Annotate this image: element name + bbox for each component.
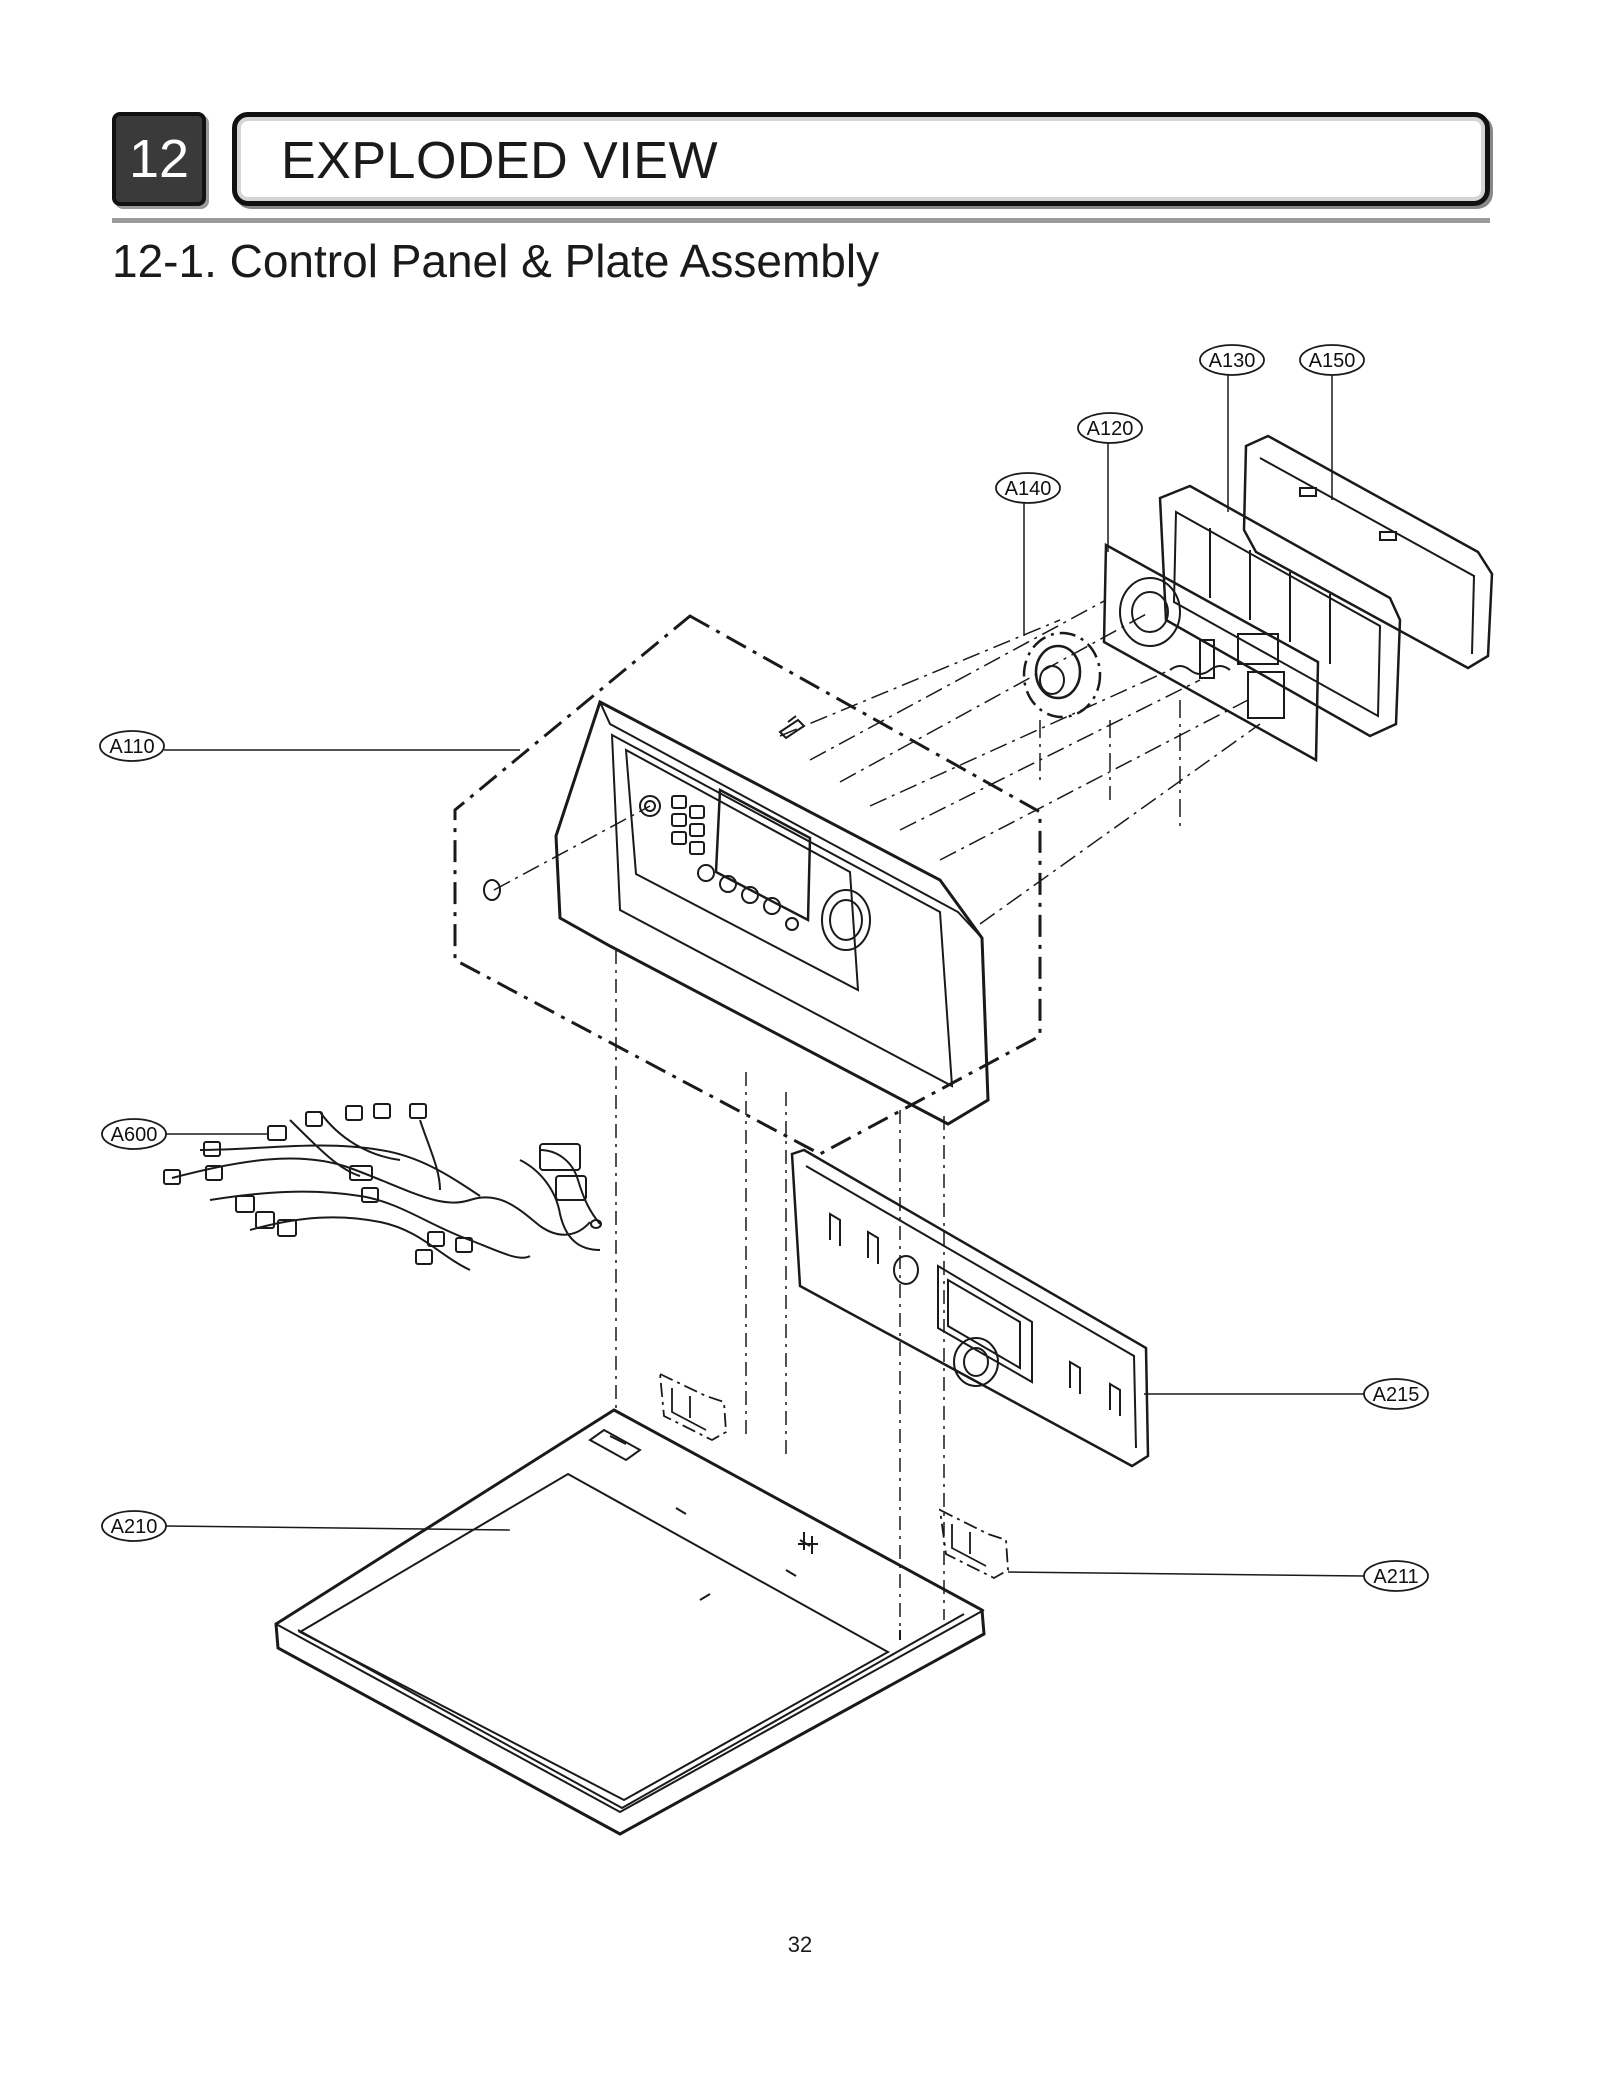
svg-text:A215: A215 <box>1373 1384 1420 1406</box>
page-number: 32 <box>787 1932 813 1957</box>
svg-text:A210: A210 <box>111 1516 158 1538</box>
section-number-badge: 12 <box>112 112 206 206</box>
svg-text:A130: A130 <box>1209 350 1256 372</box>
svg-text:A150: A150 <box>1309 350 1356 372</box>
section-title-box: EXPLODED VIEW <box>232 112 1490 206</box>
callout-a140: A140 <box>995 472 1061 636</box>
wire-harness-part <box>163 1103 602 1271</box>
bracket-clip-part <box>658 1372 1009 1580</box>
section-title: EXPLODED VIEW <box>281 132 719 190</box>
svg-text:A211: A211 <box>1373 1566 1418 1588</box>
callout-a215: A215 <box>1144 1378 1429 1410</box>
section-number: 12 <box>128 129 190 189</box>
svg-text:A600: A600 <box>111 1124 158 1146</box>
pcb-part <box>1102 542 1320 763</box>
callouts: A130 A150 A120 A140 A110 A600 <box>99 344 1429 1592</box>
svg-text:A110: A110 <box>109 736 154 758</box>
bracket-plate-part <box>790 1148 1150 1468</box>
callout-a130: A130 <box>1199 344 1265 512</box>
callout-a211: A211 <box>1007 1560 1429 1592</box>
callout-a210: A210 <box>101 1510 511 1542</box>
callout-a120: A120 <box>1077 412 1143 552</box>
svg-text:A120: A120 <box>1087 418 1134 440</box>
page-subtitle: 12-1. Control Panel & Plate Assembly <box>112 235 880 287</box>
control-panel-part <box>453 614 1042 1156</box>
title-rule <box>112 218 1490 223</box>
svg-text:A140: A140 <box>1005 478 1052 500</box>
callout-a600: A600 <box>101 1118 268 1150</box>
callout-a150: A150 <box>1299 344 1365 500</box>
top-plate-part <box>274 1408 986 1836</box>
rear-cover-part <box>1242 434 1494 670</box>
callout-a110: A110 <box>99 730 520 762</box>
pcb-cover-part <box>1158 484 1402 738</box>
